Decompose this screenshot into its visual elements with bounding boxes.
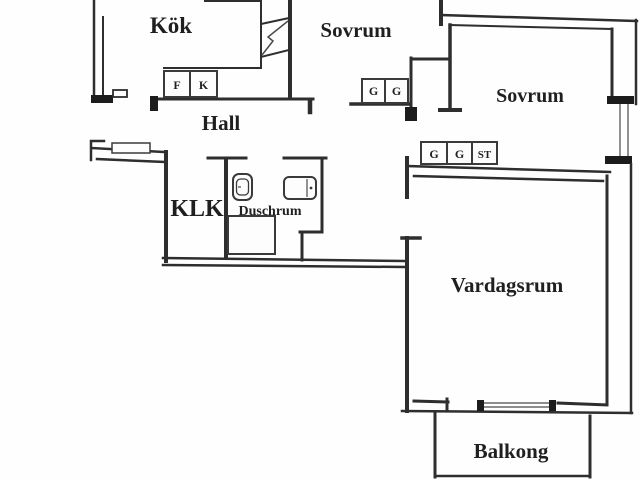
radiator: [111, 142, 151, 154]
wall-vardagsrum-top-inner: [412, 174, 605, 183]
wall-corridor-bottom-outer: [161, 256, 406, 263]
room-labels: Kök Sovrum Sovrum Hall KLK Duschrum Vard…: [150, 13, 564, 463]
label-klk: KLK: [170, 196, 224, 222]
balcony-door-window: [477, 400, 556, 411]
label-closet-st: ST: [478, 149, 492, 161]
sink-icon: [283, 176, 317, 200]
shower-tray: [227, 215, 276, 255]
wall-corridor-bottom-inner: [161, 263, 406, 269]
label-duschrum: Duschrum: [238, 204, 301, 219]
label-sovrum-2: Sovrum: [496, 85, 564, 107]
wall-vardagsrum-top-outer: [405, 164, 612, 174]
balcony-walls: [433, 410, 592, 479]
window-sill-marker-kitchen: [91, 95, 113, 103]
door-jamb-marker-hall: [405, 107, 417, 121]
label-sovrum-1: Sovrum: [320, 18, 392, 42]
wall-duschrum-right: [282, 156, 328, 262]
wall-stub-entry: [112, 89, 128, 98]
label-wardrobe-g: G: [429, 147, 438, 161]
label-fridge: K: [199, 78, 209, 92]
wall-lowerleft-exterior: [89, 139, 166, 164]
label-freezer: F: [173, 78, 180, 92]
label-hall: Hall: [202, 111, 241, 135]
label-wardrobe-g: G: [392, 84, 401, 98]
wall-sovrum1-niche: [409, 56, 451, 109]
fridge-box: [189, 70, 218, 98]
wardrobe-box: [384, 78, 409, 104]
wall-sovrum2-top-outer: [439, 13, 639, 23]
wall-sovrum2-top-inner: [448, 23, 613, 31]
wall-end-cap-left: [150, 96, 158, 111]
label-kok: Kök: [150, 13, 192, 38]
closet-st-box: [471, 141, 498, 165]
label-vardagsrum: Vardagsrum: [451, 273, 564, 297]
fixture-labels: F K G G G G ST: [173, 78, 492, 161]
wall-vardagsrum-bottom: [400, 397, 634, 415]
label-wardrobe-g: G: [455, 147, 464, 161]
fixtures: [163, 70, 498, 255]
label-wardrobe-g: G: [369, 84, 378, 98]
label-balkong: Balkong: [474, 439, 549, 463]
freezer-box: [163, 70, 191, 98]
shaft-icon: [260, 16, 290, 59]
toilet-icon: [232, 173, 253, 201]
window-right: [605, 96, 634, 164]
